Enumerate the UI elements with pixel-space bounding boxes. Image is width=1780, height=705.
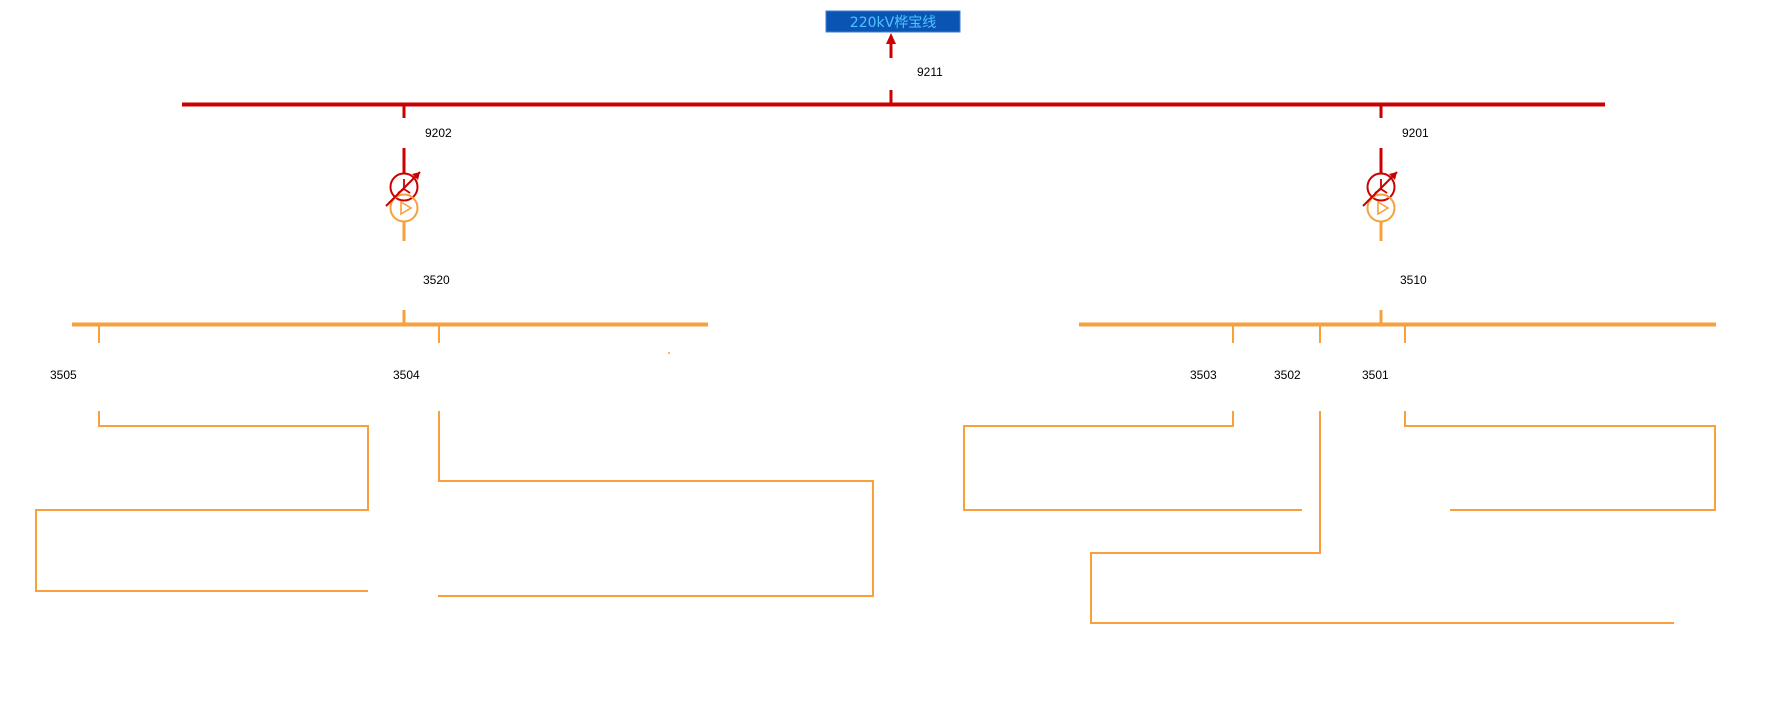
- feeder-3505-route: [35, 411, 369, 592]
- line-title-box[interactable]: 220kV桦宝线: [825, 10, 961, 33]
- feeder-arrow-icon: [886, 33, 896, 44]
- delta-symbol-icon: [400, 200, 413, 216]
- delta-symbol-icon: [1377, 200, 1390, 216]
- tap-changer-arrow-icon: [1362, 171, 1398, 207]
- switch-label-3501: 3501: [1362, 368, 1389, 382]
- left-transformer-bay: 9202 3520: [385, 104, 452, 324]
- switch-label-3502: 3502: [1274, 368, 1301, 382]
- feeder-3501-route: [1404, 411, 1716, 511]
- two-winding-transformer-icon[interactable]: [1362, 171, 1398, 223]
- feeder-3502-route: [1090, 411, 1674, 624]
- feeder-3501[interactable]: [1404, 324, 1716, 511]
- feeder-3504-route: [438, 411, 874, 597]
- switch-label-9211: 9211: [917, 65, 943, 79]
- transformer-hv-winding: [1366, 172, 1396, 202]
- feeder-3505[interactable]: [35, 324, 369, 592]
- switch-label-3505: 3505: [50, 368, 77, 382]
- right-transformer-bay: 9201 3510: [1362, 104, 1429, 324]
- switch-label-9201: 9201: [1402, 126, 1429, 140]
- stray-dot: [668, 352, 670, 354]
- line-title-label: 220kV桦宝线: [850, 15, 936, 31]
- transformer-mv-winding: [1366, 193, 1396, 223]
- line-title-background: [825, 10, 961, 33]
- switch-label-3503: 3503: [1190, 368, 1217, 382]
- feeder-3504[interactable]: [438, 324, 874, 597]
- switch-label-3504: 3504: [393, 368, 420, 382]
- feeder-3502[interactable]: [1090, 324, 1674, 624]
- switch-label-9202: 9202: [425, 126, 452, 140]
- transformer-hv-winding: [389, 172, 419, 202]
- tap-arrowhead-icon: [1389, 172, 1397, 180]
- switch-label-3520: 3520: [423, 273, 450, 287]
- transformer-mv-winding: [389, 193, 419, 223]
- tap-changer-arrow-icon: [385, 171, 421, 207]
- tap-arrowhead-icon: [412, 172, 420, 180]
- switch-label-3510: 3510: [1400, 273, 1427, 287]
- feeder-3503-route: [963, 411, 1302, 511]
- two-winding-transformer-icon[interactable]: [385, 171, 421, 223]
- feeder-3503[interactable]: [963, 324, 1302, 511]
